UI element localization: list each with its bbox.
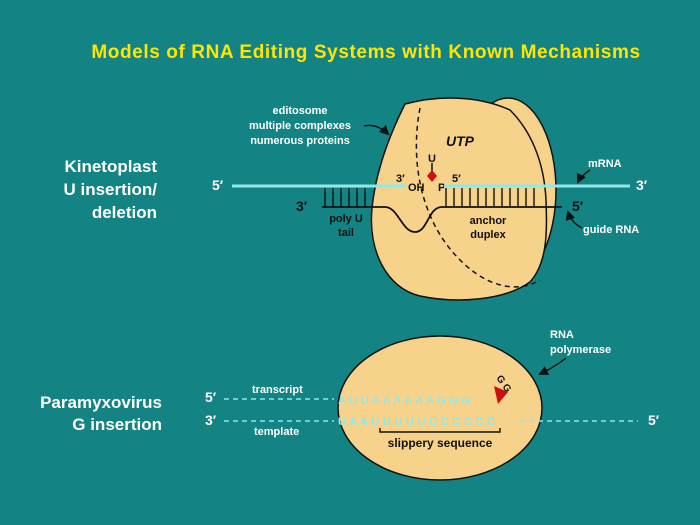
guide-rna-label: guide RNA (583, 224, 639, 236)
slippery-sequence-label: slippery sequence (388, 436, 493, 450)
editosome-complex (370, 97, 557, 301)
editosome-label-line: numerous proteins (250, 135, 350, 147)
u-insertion-diamond (427, 170, 437, 182)
guide-rna-pointer-arrow (565, 210, 583, 229)
paramyxovirus-label: Paramyxovirus G insertion (40, 393, 162, 434)
utp-label: UTP (446, 133, 475, 149)
poly-u-label-line: poly U (329, 213, 363, 225)
mrna-label: mRNA (588, 158, 622, 170)
guide-3prime: 3′ (296, 198, 308, 214)
rna-polymerase (337, 335, 543, 481)
anchor-duplex-label: anchor duplex (470, 215, 507, 241)
mrna-3prime: 3′ (636, 177, 648, 193)
p-label: P (438, 182, 445, 194)
mrna-pointer-arrow (577, 169, 591, 184)
paramyxovirus-label-line: Paramyxovirus (40, 393, 162, 412)
editosome-label: editosome multiple complexes numerous pr… (249, 105, 351, 147)
transcript-sequence: A U U A A A A A A G G G (338, 395, 470, 407)
template-label: template (254, 426, 299, 438)
poly-u-label-line: tail (338, 227, 354, 239)
kinetoplast-label-line: Kinetoplast (64, 157, 157, 176)
poly-u-tail-ticks (324, 188, 366, 206)
anchor-duplex-label-line: anchor (470, 215, 507, 227)
editosome-pointer-arrow (363, 124, 390, 136)
kinetoplast-label-line: U insertion/ (63, 180, 157, 199)
kinetoplast-label-line: deletion (92, 203, 157, 222)
template-3prime: 3′ (205, 412, 217, 428)
polymerase-label-line: polymerase (550, 344, 611, 356)
polymerase-label-line: RNA (550, 329, 574, 341)
guide-rna-strand (322, 206, 562, 233)
inserted-g-arrowhead (494, 386, 508, 404)
oh-label: OH (408, 182, 425, 194)
anchor-duplex-label-line: duplex (470, 229, 506, 241)
poly-u-label: poly U tail (329, 213, 363, 239)
paramyxovirus-label-line: G insertion (72, 415, 162, 434)
polymerase-pointer-arrow (538, 357, 567, 375)
transcript-label: transcript (252, 384, 303, 396)
polymerase-label: RNA polymerase (550, 329, 611, 356)
anchor-duplex-ticks (445, 188, 535, 206)
transcript-5prime: 5′ (205, 389, 217, 405)
kinetoplast-label: Kinetoplast U insertion/ deletion (63, 157, 157, 222)
u-label: U (428, 153, 436, 165)
p-5prime: 5′ (452, 173, 461, 185)
editosome-label-line: editosome (272, 105, 327, 117)
editosome-label-line: multiple complexes (249, 120, 351, 132)
template-sequence: U A A U U U U U U C C C C C (338, 416, 495, 428)
page-title: Models of RNA Editing Systems with Known… (91, 42, 640, 63)
slippery-sequence-bracket (379, 428, 501, 433)
mrna-5prime: 5′ (212, 177, 224, 193)
guide-5prime: 5′ (572, 198, 584, 214)
oh-3prime: 3′ (396, 173, 405, 185)
template-5prime: 5′ (648, 412, 660, 428)
